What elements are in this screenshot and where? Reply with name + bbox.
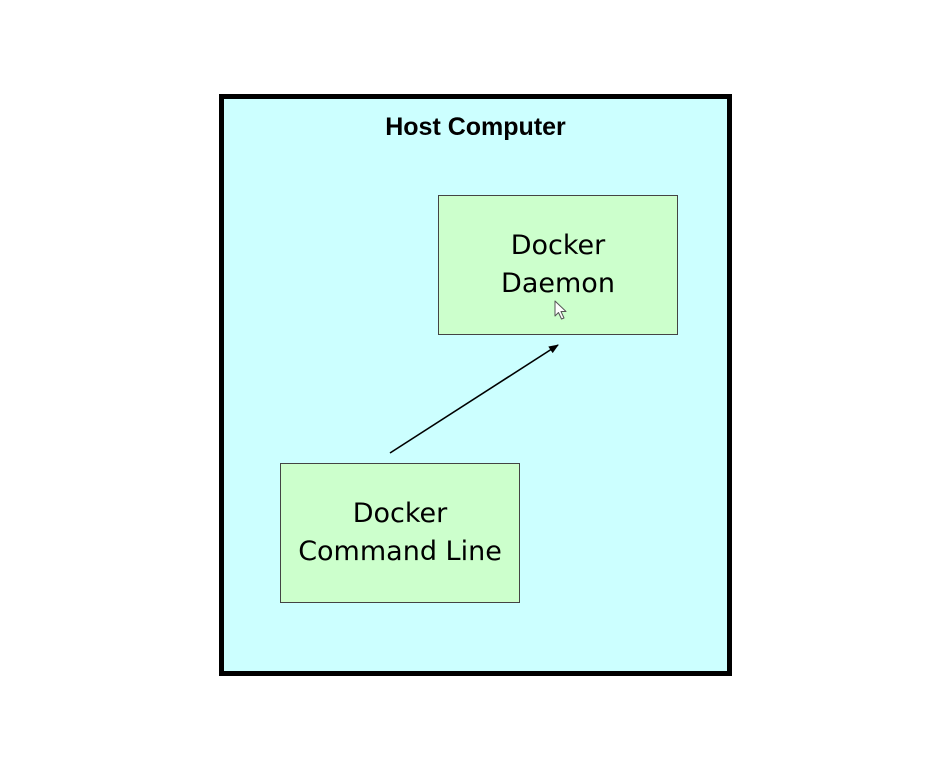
docker-daemon-label-line1: Docker [510,230,606,261]
docker-cli-label-line2: Command Line [298,536,502,567]
docker-cli-label: Docker Command Line [298,495,502,571]
docker-cli-label-line1: Docker [352,498,448,529]
host-computer-title: Host Computer [385,113,566,141]
docker-cli-box: Docker Command Line [280,463,520,603]
docker-daemon-label: Docker Daemon [501,227,615,303]
docker-daemon-label-line2: Daemon [501,268,615,299]
docker-daemon-box: Docker Daemon [438,195,678,335]
